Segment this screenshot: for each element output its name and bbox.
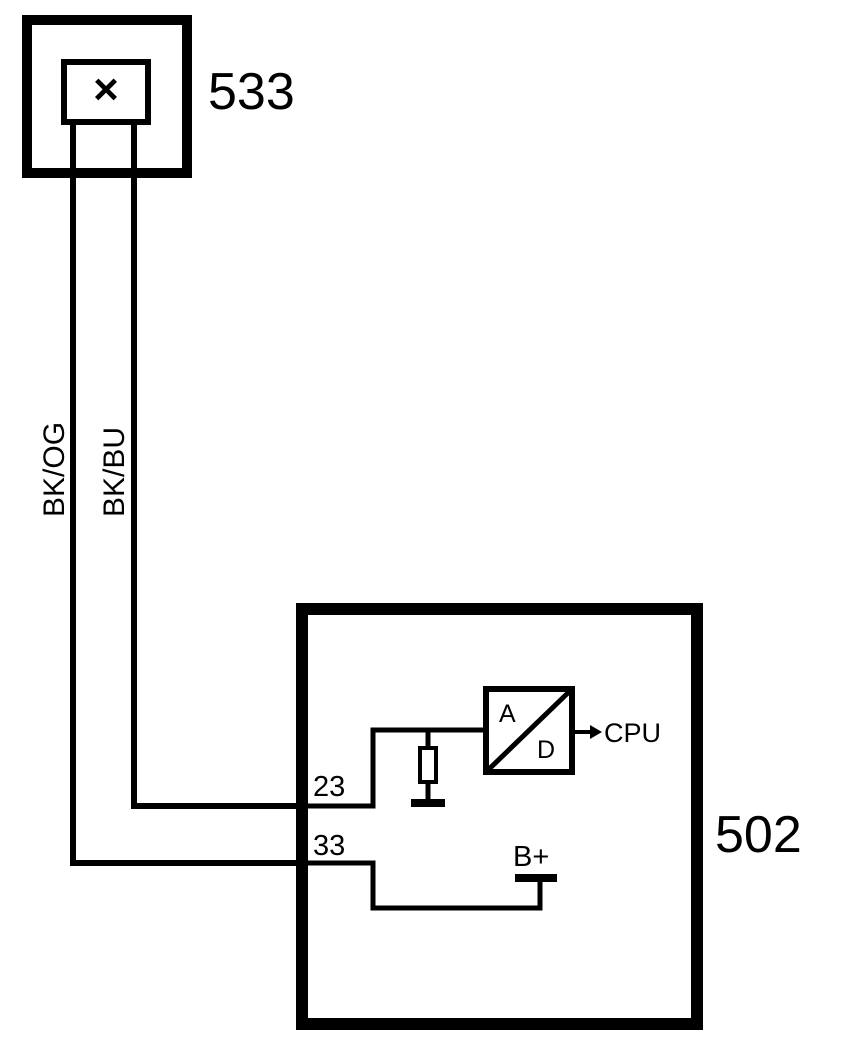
wire-bk-bu bbox=[131, 122, 302, 809]
pin-23-label: 23 bbox=[313, 771, 345, 803]
component-533: × 533 bbox=[22, 15, 295, 178]
ad-input-label: A bbox=[499, 700, 516, 728]
pin-33-label: 33 bbox=[313, 830, 345, 862]
harness-wires bbox=[70, 122, 302, 866]
bplus-label: B+ bbox=[513, 841, 549, 873]
ad-converter-diagonal bbox=[484, 687, 574, 774]
component-533-outer-box bbox=[22, 15, 192, 178]
resistor-icon bbox=[418, 746, 438, 784]
supply-path bbox=[302, 860, 543, 911]
bplus-terminal-icon bbox=[515, 874, 557, 882]
component-533-label: 533 bbox=[208, 63, 295, 121]
cpu-label: CPU bbox=[604, 718, 661, 748]
component-533-symbol: × bbox=[93, 65, 119, 114]
ad-converter: A D bbox=[483, 686, 575, 775]
wire-bk-og-label: BK/OG bbox=[38, 422, 71, 517]
ad-output-label: D bbox=[537, 736, 555, 764]
component-502-box bbox=[296, 603, 703, 1030]
component-502: 502 bbox=[296, 603, 802, 1030]
ground-bar-icon bbox=[411, 799, 445, 807]
module-internal-wiring bbox=[302, 727, 543, 911]
component-533-inner-box bbox=[61, 59, 151, 125]
cpu-arrow-icon bbox=[590, 725, 602, 739]
wire-bk-bu-label: BK/BU bbox=[98, 427, 131, 517]
component-502-label: 502 bbox=[715, 806, 802, 864]
wire-bk-og bbox=[70, 122, 302, 866]
